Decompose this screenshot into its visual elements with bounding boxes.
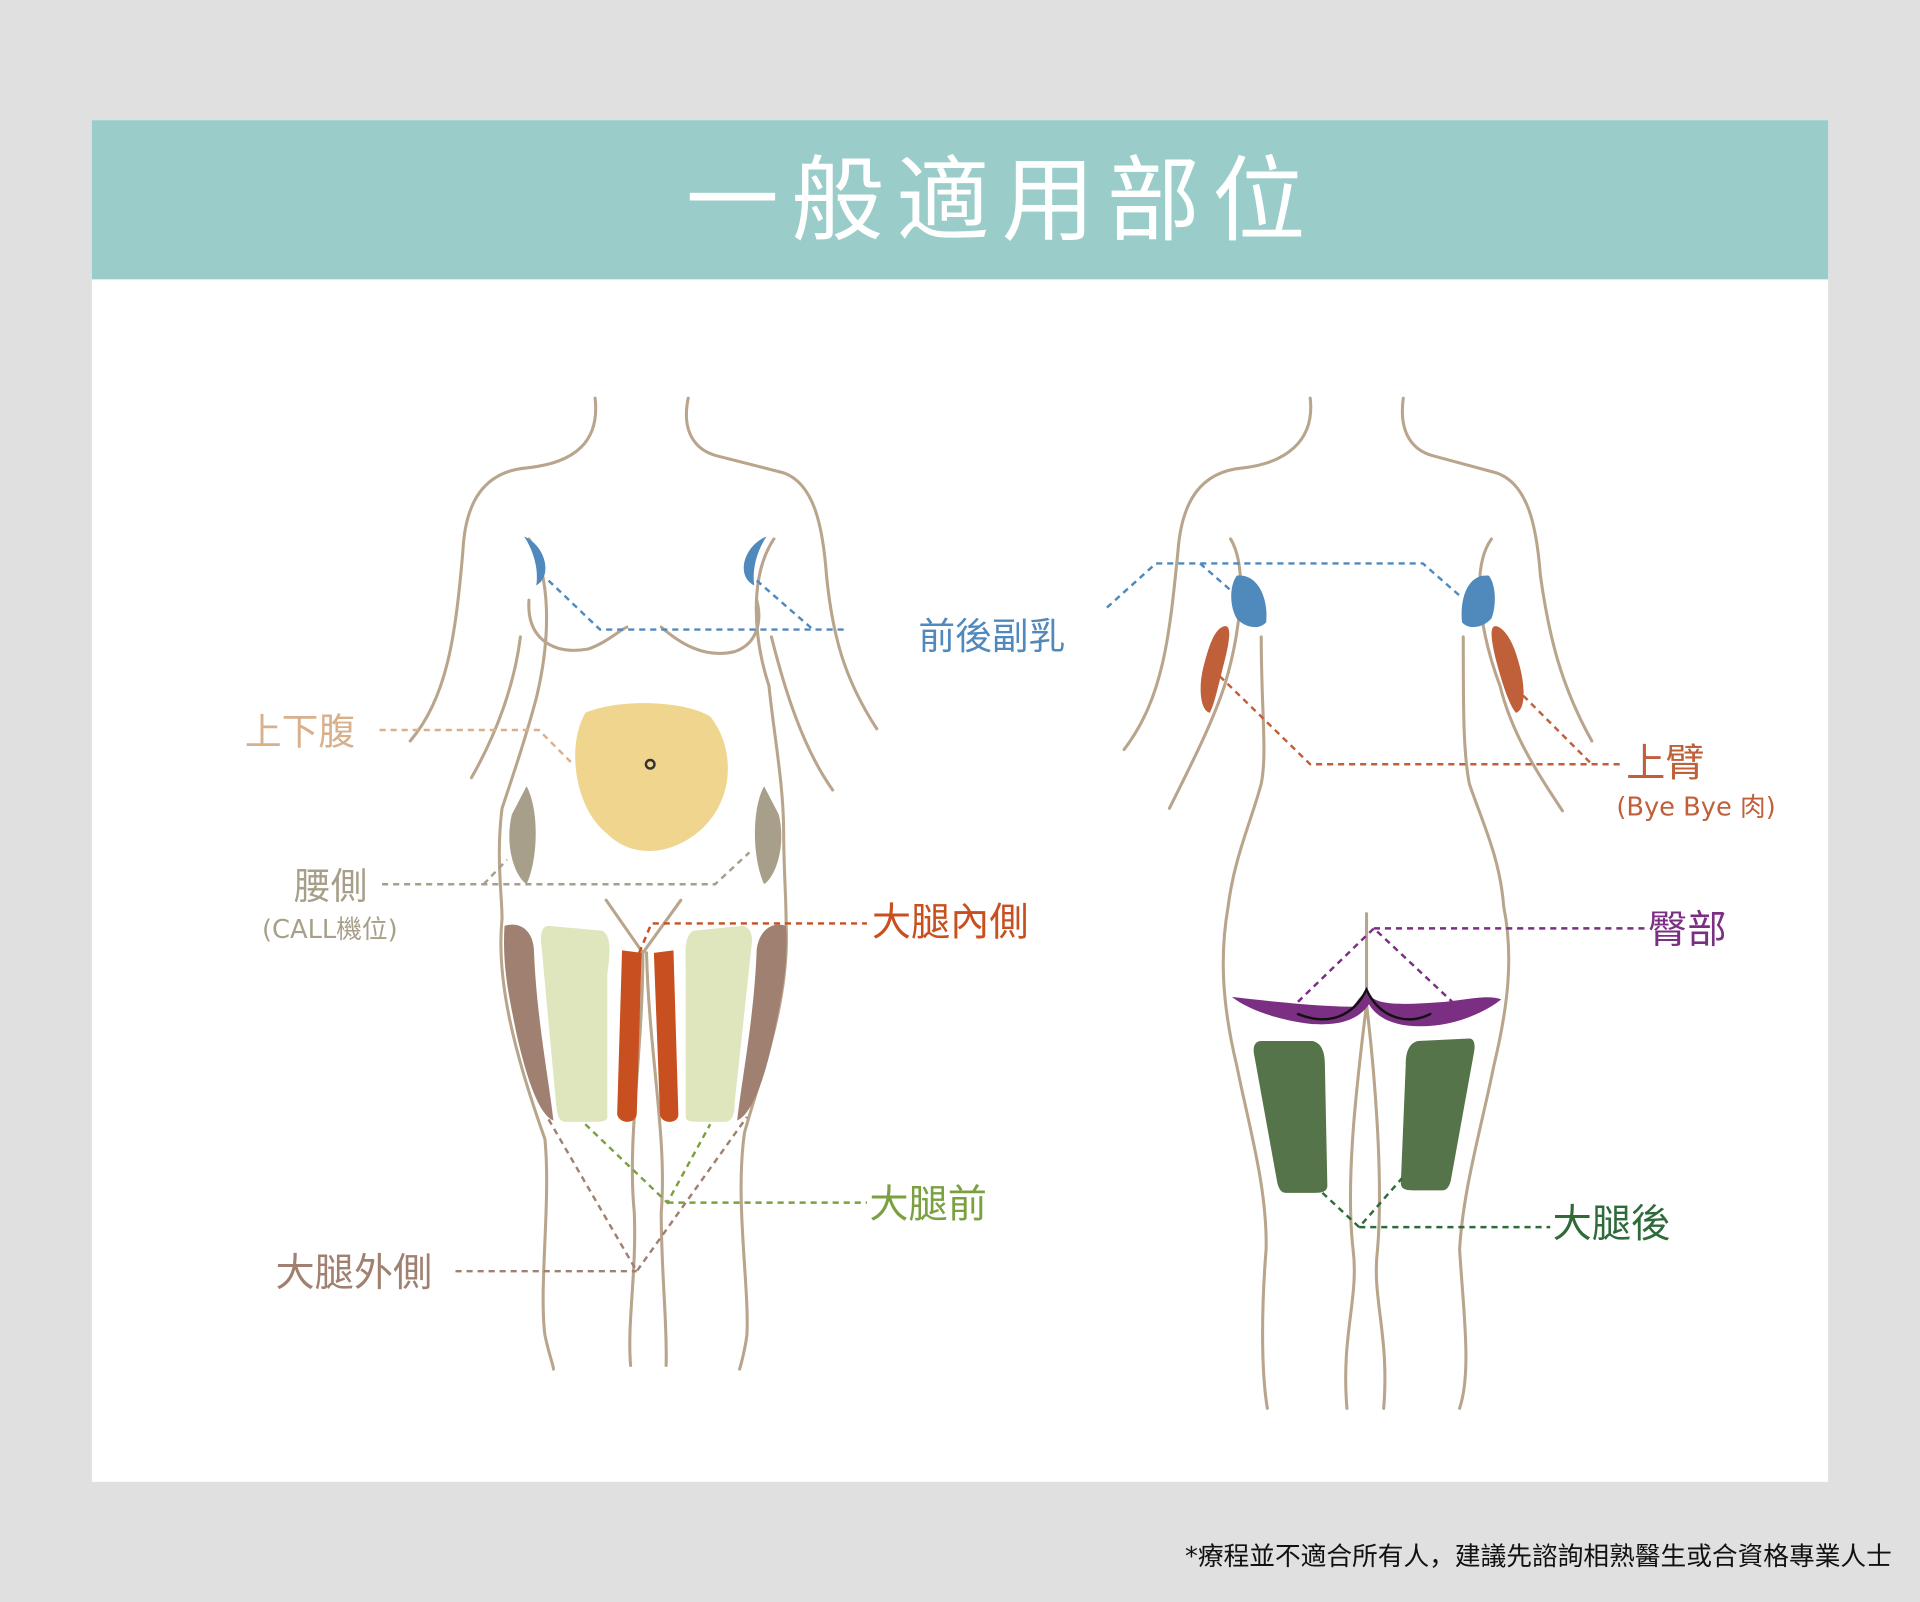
label-abdomen: 上下腹 [245,711,355,754]
back-thigh-right [1400,1038,1475,1191]
label-front-thigh: 大腿前 [869,1182,987,1227]
footnote: *療程並不適合所有人，建議先諮詢相熟醫生或合資格專業人士 [1185,1542,1892,1572]
label-waist-sub: (CALL機位) [262,915,398,945]
label-breast: 前後副乳 [918,615,1065,658]
card [91,120,1829,1482]
label-back-thigh: 大腿後 [1553,1202,1671,1247]
label-outer-thigh: 大腿外側 [276,1251,433,1296]
label-upper-arm: 上臂 [1626,742,1704,787]
abdomen-leader-line [379,728,574,766]
back-breast-right [1461,575,1495,628]
label-upper-arm-sub: (Bye Bye 肉) [1616,793,1775,823]
outer-thigh-left [504,924,554,1121]
back-breast-left [1231,575,1267,628]
front-thigh-right [685,925,752,1122]
breast-leader-line-front [547,579,845,631]
page-title: 一般適用部位 [686,147,1318,255]
outer-thigh-right [737,924,787,1121]
inner-thigh-left [617,950,642,1122]
front-thigh-leader-line [584,1123,867,1205]
outer-thigh-leader-line [455,1116,748,1274]
front-breast-left [524,536,546,586]
buttocks-area [1231,992,1502,1027]
label-waist: 腰側 [294,865,367,908]
label-inner-thigh: 大腿內側 [872,901,1029,946]
back-body-outline [1122,396,1594,1410]
upper-arm-leader-line [1218,675,1624,766]
waist-leader-line [382,851,751,886]
inner-thigh-right [653,950,679,1122]
back-thigh-leader-line [1321,1177,1551,1229]
front-breast-right [743,536,767,586]
buttock-crease [1296,986,1432,1021]
breast-leader-line-back [1106,562,1463,609]
abdomen-area [575,703,728,851]
front-thigh-left [540,925,610,1122]
navel [644,758,656,770]
header-banner [91,120,1829,280]
waist-right [754,786,782,885]
waist-left [509,786,536,885]
buttocks-leader-line [1297,926,1647,1003]
upper-arm-left [1200,626,1230,713]
back-thigh-left [1253,1041,1328,1193]
upper-arm-right [1491,626,1524,713]
label-buttocks: 臀部 [1648,908,1726,953]
